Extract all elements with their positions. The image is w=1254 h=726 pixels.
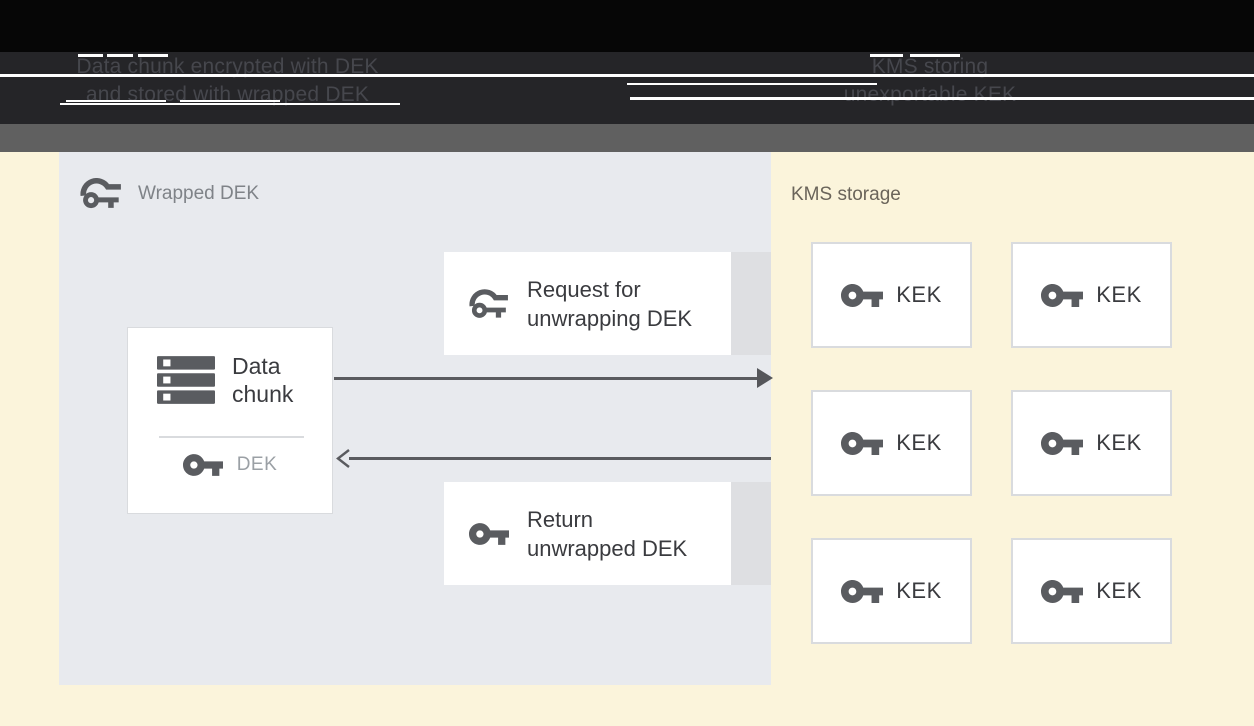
- glitch-stripe: [107, 54, 133, 57]
- kek-box: KEK: [811, 538, 972, 644]
- dek-label: DEK: [236, 454, 278, 475]
- data-chunk-row: Data chunk: [157, 352, 293, 408]
- gray-divider-band: [0, 124, 1254, 152]
- glitch-stripe: [0, 74, 1254, 77]
- return-arrow-head: [336, 449, 351, 468]
- return-text-line2: unwrapped DEK: [527, 535, 688, 561]
- data-chunk-title: Data chunk: [232, 352, 293, 408]
- kek-box: KEK: [811, 390, 972, 496]
- key-icon: [841, 283, 884, 307]
- kek-label: KEK: [1096, 430, 1142, 455]
- glitch-stripe: [60, 103, 400, 105]
- data-chunk-box: Data chunk DEK: [127, 327, 333, 514]
- kek-label: KEK: [1096, 282, 1142, 307]
- glitch-stripe: [78, 54, 103, 57]
- request-arrow-head: [757, 368, 773, 388]
- key-icon: [469, 522, 509, 545]
- kek-label: KEK: [896, 282, 942, 307]
- caption-line: KMS storing: [871, 55, 989, 78]
- kek-box: KEK: [1011, 390, 1172, 496]
- kek-label: KEK: [896, 578, 942, 603]
- key-icon: [182, 454, 223, 476]
- key-icon: [841, 431, 884, 455]
- request-unwrap-box: Request for unwrapping DEK: [444, 252, 731, 355]
- data-chunk-title-line1: Data: [232, 353, 281, 379]
- request-text-line2: unwrapping DEK: [527, 305, 693, 331]
- glitch-stripe: [630, 97, 1254, 100]
- glitch-stripe: [66, 100, 166, 102]
- request-arrow-line: [334, 377, 760, 380]
- data-server-icon: [157, 356, 215, 404]
- dek-row: DEK: [128, 454, 332, 476]
- caption-data-chunk: Data chunk encrypted with DEK and stored…: [60, 53, 395, 109]
- wrapped-key-icon: [80, 178, 122, 209]
- return-arrow-line: [349, 457, 771, 460]
- wrapped-key-icon: [469, 288, 509, 319]
- kms-storage-label: KMS storage: [791, 184, 901, 205]
- kek-label: KEK: [1096, 578, 1142, 603]
- return-unwrapped-text: Return unwrapped DEK: [527, 505, 687, 563]
- request-box-tab: [731, 252, 771, 355]
- glitch-stripe: [138, 54, 168, 57]
- key-icon: [1041, 431, 1084, 455]
- header-black-bar: [0, 0, 1254, 52]
- return-unwrapped-box: Return unwrapped DEK: [444, 482, 731, 585]
- header-redacted-band: Data chunk encrypted with DEK and stored…: [0, 52, 1254, 124]
- caption-kms: KMS storing unexportable KEK: [790, 53, 1070, 109]
- glitch-stripe: [180, 100, 280, 102]
- kek-box: KEK: [811, 242, 972, 348]
- return-box-tab: [731, 482, 771, 585]
- request-unwrap-text: Request for unwrapping DEK: [527, 275, 692, 333]
- wrapped-dek-header: Wrapped DEK: [80, 178, 259, 209]
- request-text-line1: Request for: [527, 276, 641, 302]
- kek-label: KEK: [896, 430, 942, 455]
- glitch-stripe: [627, 83, 877, 85]
- kek-box: KEK: [1011, 538, 1172, 644]
- kek-box: KEK: [1011, 242, 1172, 348]
- key-icon: [841, 579, 884, 603]
- key-icon: [1041, 579, 1084, 603]
- caption-line: unexportable KEK: [843, 83, 1017, 106]
- glitch-stripe: [870, 54, 903, 57]
- data-chunk-title-line2: chunk: [232, 381, 294, 407]
- wrapped-dek-label: Wrapped DEK: [138, 182, 260, 204]
- key-icon: [1041, 283, 1084, 307]
- return-text-line1: Return: [527, 506, 594, 532]
- wrapped-dek-panel: Wrapped DEK Data chunk: [59, 152, 771, 685]
- glitch-stripe: [910, 54, 960, 57]
- divider: [159, 436, 304, 438]
- caption-line: Data chunk encrypted with DEK: [76, 55, 379, 78]
